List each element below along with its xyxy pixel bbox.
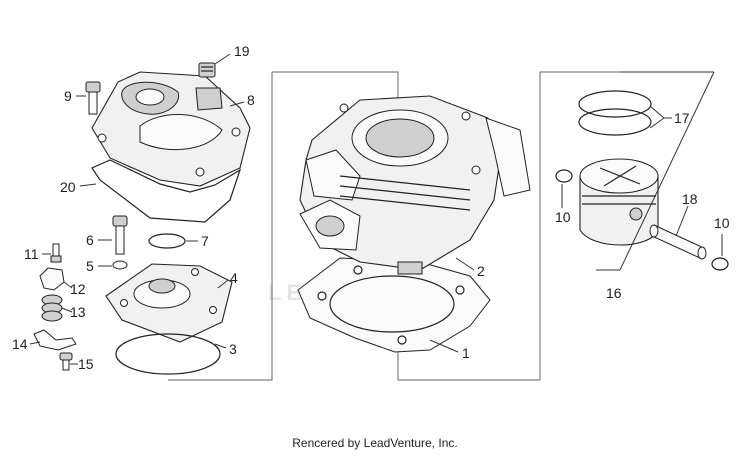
piston-group-frame (539, 71, 620, 380)
callout-10-right: 10 (714, 215, 730, 231)
part-circlip-right (711, 257, 729, 271)
callout-19: 19 (234, 43, 250, 59)
leader-20 (79, 183, 97, 187)
part-washer (112, 260, 128, 270)
callout-1: 1 (462, 345, 470, 361)
callout-10-left: 10 (555, 209, 571, 225)
leader-18 (675, 205, 689, 237)
callout-17: 17 (674, 110, 690, 126)
part-sensor (50, 243, 62, 263)
part-bracket (33, 329, 77, 351)
part-head-o-ring (91, 159, 242, 223)
leader-12 (63, 281, 73, 289)
part-head-bolt (85, 81, 101, 115)
callout-3: 3 (229, 341, 237, 357)
callout-18: 18 (682, 191, 698, 207)
callout-12: 12 (70, 281, 86, 297)
callout-8: 8 (247, 92, 255, 108)
callout-2: 2 (477, 263, 485, 279)
leader-16-b (619, 71, 715, 271)
leader-3 (214, 343, 227, 349)
part-spring (41, 294, 63, 322)
part-o-ring (148, 233, 186, 249)
part-base-gasket (297, 257, 491, 353)
part-large-o-ring (115, 333, 221, 375)
part-wrist-pin (649, 224, 707, 260)
leader-1 (429, 339, 459, 353)
part-bolt (112, 215, 128, 255)
part-cylinder-head (91, 71, 251, 187)
part-insert (198, 62, 216, 78)
leader-19 (214, 53, 231, 65)
callout-14: 14 (12, 336, 28, 352)
part-cylinder (299, 95, 531, 275)
leader-13 (61, 307, 73, 313)
head-group-frame (168, 72, 273, 381)
callout-5: 5 (86, 258, 94, 274)
callout-11: 11 (24, 246, 39, 262)
leader-4 (217, 279, 229, 289)
callout-16: 16 (606, 285, 622, 301)
part-screw (59, 352, 73, 371)
part-clip (39, 267, 65, 291)
callout-6: 6 (86, 232, 94, 248)
callout-15: 15 (78, 356, 94, 372)
part-piston-ring-lower (578, 108, 652, 136)
part-piston (579, 158, 659, 246)
part-head-cover (105, 263, 233, 343)
callout-13: 13 (70, 304, 86, 320)
part-piston-ring-upper (578, 90, 652, 118)
leader-8 (229, 101, 245, 107)
callout-9: 9 (64, 88, 72, 104)
credit-text: Rencered by LeadVenture, Inc. (292, 436, 458, 450)
callout-7: 7 (201, 233, 209, 249)
callout-4: 4 (230, 270, 238, 286)
leader-2 (455, 257, 475, 271)
part-circlip-left (555, 169, 573, 183)
callout-20: 20 (60, 179, 76, 195)
leader-14 (29, 341, 41, 345)
leader-17 (649, 105, 665, 129)
